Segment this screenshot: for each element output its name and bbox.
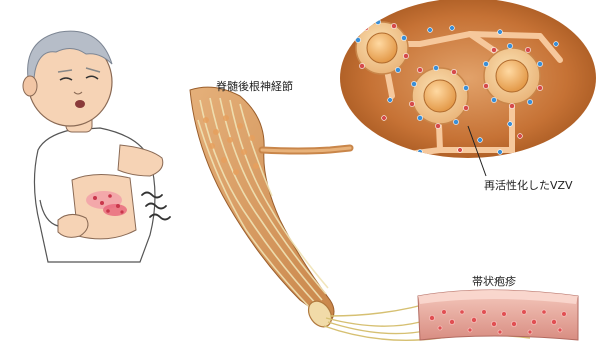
head — [23, 31, 112, 126]
elderly-man-illustration — [23, 31, 170, 262]
reactivated-vzv-label: 再活性化したVZV — [484, 177, 573, 193]
scratching-hand — [58, 214, 88, 237]
herpes-zoster-label: 帯状疱疹 — [472, 273, 516, 289]
neuron-cell-3 — [484, 48, 540, 104]
dorsal-root-ganglion-label: 脊髄後根神経節 — [216, 78, 293, 94]
raised-arm — [118, 145, 163, 176]
skin-section — [418, 290, 578, 340]
ganglion-zoom — [340, 0, 596, 176]
nerve-body — [190, 87, 334, 322]
